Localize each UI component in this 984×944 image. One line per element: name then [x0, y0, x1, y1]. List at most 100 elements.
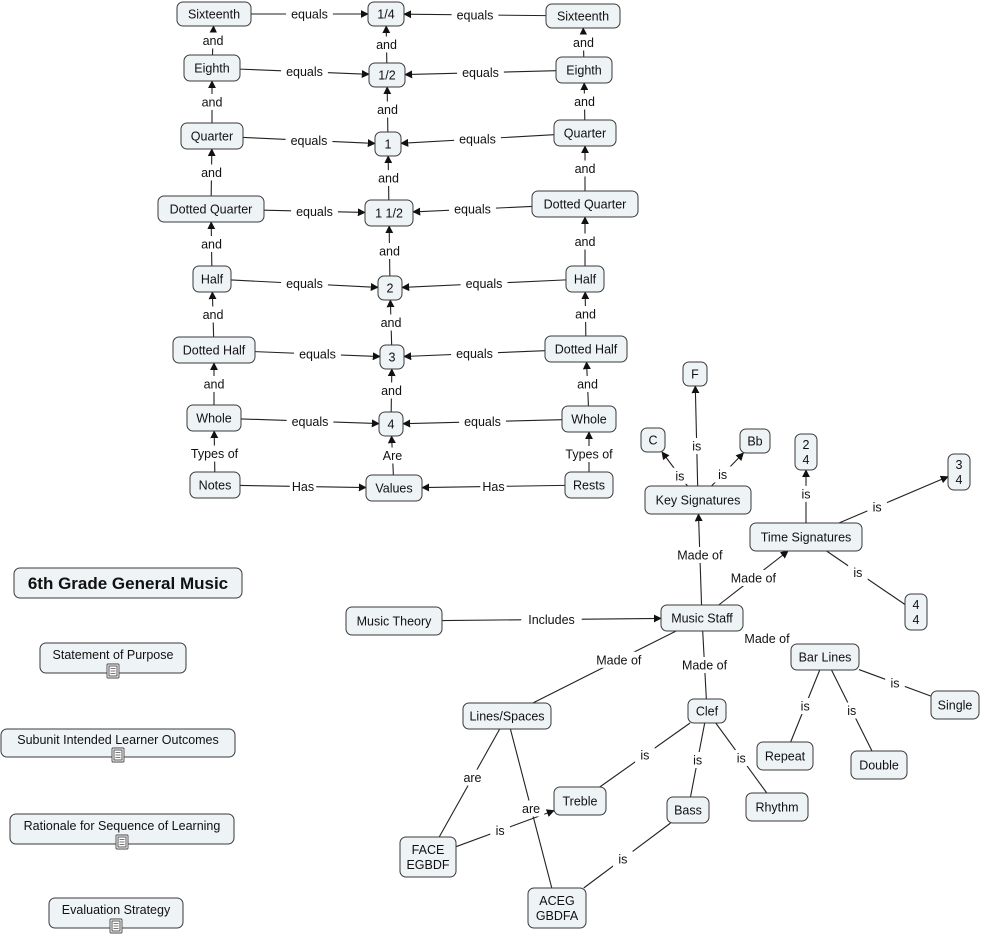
concept-v2[interactable]: 2	[377, 275, 403, 301]
concept-v4[interactable]: 4	[378, 411, 404, 437]
svg-text:equals: equals	[457, 8, 494, 22]
svg-text:and: and	[575, 235, 596, 249]
concept-ks-f[interactable]: F	[682, 361, 708, 387]
concept-ks-bb[interactable]: Bb	[739, 428, 771, 454]
svg-text:is: is	[801, 487, 810, 501]
page-title: 6th Grade General Music	[28, 574, 228, 593]
link-label: Made of	[677, 657, 732, 673]
document-icon[interactable]	[109, 918, 123, 934]
concept-bass[interactable]: Bass	[666, 796, 710, 824]
svg-text:equals: equals	[454, 203, 491, 217]
link-label: and	[199, 306, 227, 323]
concept-dh-r[interactable]: Dotted Half	[544, 335, 628, 363]
concept-half-l[interactable]: Half	[192, 265, 232, 293]
concept-bl-single[interactable]: Single	[930, 690, 980, 720]
concept-key-sig[interactable]: Key Signatures	[644, 485, 752, 515]
svg-text:are: are	[463, 771, 481, 785]
concept-sixteenth-l[interactable]: Sixteenth	[176, 1, 252, 27]
concept-dq-l[interactable]: Dotted Quarter	[157, 195, 265, 223]
concept-rhythm[interactable]: Rhythm	[745, 792, 809, 822]
link-label: equals	[454, 131, 501, 148]
concept-notes[interactable]: Notes	[189, 471, 241, 499]
concept-label: Dotted Quarter	[544, 198, 627, 212]
resource-node[interactable]: Evaluation Strategy	[48, 897, 184, 934]
svg-text:equals: equals	[299, 348, 336, 362]
concept-label: 1 1/2	[375, 207, 403, 221]
svg-text:is: is	[873, 500, 882, 514]
document-icon[interactable]	[111, 747, 125, 763]
concept-bl-double[interactable]: Double	[850, 750, 908, 780]
concept-values[interactable]: Values	[365, 474, 423, 502]
svg-text:is: is	[675, 469, 684, 483]
link-label: is	[490, 822, 510, 839]
concept-whole-l[interactable]: Whole	[186, 404, 242, 432]
concept-ts44[interactable]: 44	[904, 593, 928, 631]
concept-q14[interactable]: 1/4	[367, 1, 405, 27]
concept-time-sig[interactable]: Time Signatures	[749, 522, 863, 552]
concept-label: Values	[375, 482, 412, 496]
concept-whole-r[interactable]: Whole	[561, 405, 617, 433]
concept-label: Bar Lines	[799, 651, 852, 665]
document-icon[interactable]	[115, 834, 129, 850]
concept-ts34[interactable]: 34	[947, 453, 971, 491]
concept-quarter-r[interactable]: Quarter	[553, 119, 617, 147]
concept-eighth-r[interactable]: Eighth	[555, 56, 613, 84]
resource-label: Rationale for Sequence of Learning	[24, 819, 221, 833]
svg-text:and: and	[202, 96, 223, 110]
concept-bar-lines[interactable]: Bar Lines	[790, 643, 860, 671]
svg-text:is: is	[847, 704, 856, 718]
link-label: equals	[286, 6, 333, 22]
concept-half-r[interactable]: Half	[565, 265, 605, 293]
concept-lines-spaces[interactable]: Lines/Spaces	[462, 702, 552, 730]
resource-node[interactable]: Rationale for Sequence of Learning	[9, 813, 235, 850]
concept-label: C	[648, 434, 657, 448]
concept-music-staff[interactable]: Music Staff	[660, 604, 744, 632]
concept-label: Sixteenth	[557, 10, 609, 24]
svg-text:and: and	[201, 238, 222, 252]
concept-v1[interactable]: 1	[374, 131, 402, 157]
link-label: and	[377, 314, 405, 331]
resource-node[interactable]: Statement of Purpose	[39, 642, 187, 679]
concept-label: Quarter	[191, 130, 233, 144]
concept-rests[interactable]: Rests	[564, 471, 614, 499]
concept-label: Dotted Half	[183, 344, 246, 358]
concept-v3[interactable]: 3	[379, 344, 405, 370]
concept-label: Repeat	[765, 750, 806, 764]
concept-ts24[interactable]: 24	[794, 433, 818, 471]
document-icon[interactable]	[106, 663, 120, 679]
concept-ks-c[interactable]: C	[640, 427, 666, 453]
link-label: is	[712, 466, 733, 483]
link-label: and	[198, 94, 226, 110]
link-label: and	[375, 170, 402, 186]
resource-node[interactable]: Subunit Intended Learner Outcomes	[0, 728, 236, 763]
concept-dq-r[interactable]: Dotted Quarter	[531, 190, 639, 218]
svg-text:and: and	[378, 172, 399, 186]
concept-music-theory[interactable]: Music Theory	[345, 606, 443, 636]
svg-text:and: and	[379, 245, 400, 259]
link-label: equals	[285, 132, 333, 149]
concept-label: Eighth	[566, 64, 601, 78]
concept-label: 3	[389, 351, 396, 365]
concept-label: Dotted Quarter	[170, 203, 253, 217]
concept-label: Bb	[747, 435, 762, 449]
concept-v112[interactable]: 1 1/2	[364, 199, 414, 227]
concept-label: Half	[201, 273, 224, 287]
svg-text:is: is	[640, 749, 649, 763]
concept-clef[interactable]: Clef	[687, 698, 727, 724]
concept-eighth-l[interactable]: Eighth	[183, 54, 241, 82]
concept-quarter-l[interactable]: Quarter	[180, 122, 244, 150]
concept-q12[interactable]: 1/2	[368, 62, 406, 88]
link-key_sig-to-ks_f	[691, 385, 700, 487]
concept-bl-repeat[interactable]: Repeat	[756, 741, 814, 771]
concept-label: Sixteenth	[188, 8, 240, 22]
concept-sixteenth-r[interactable]: Sixteenth	[545, 3, 621, 29]
svg-text:is: is	[737, 752, 746, 766]
map-title: 6th Grade General Music	[13, 567, 243, 599]
concept-dh-l[interactable]: Dotted Half	[172, 336, 256, 364]
concept-label: 1	[385, 138, 392, 152]
concept-treble[interactable]: Treble	[553, 786, 607, 816]
link-label: is	[686, 438, 707, 454]
svg-text:equals: equals	[464, 415, 501, 429]
